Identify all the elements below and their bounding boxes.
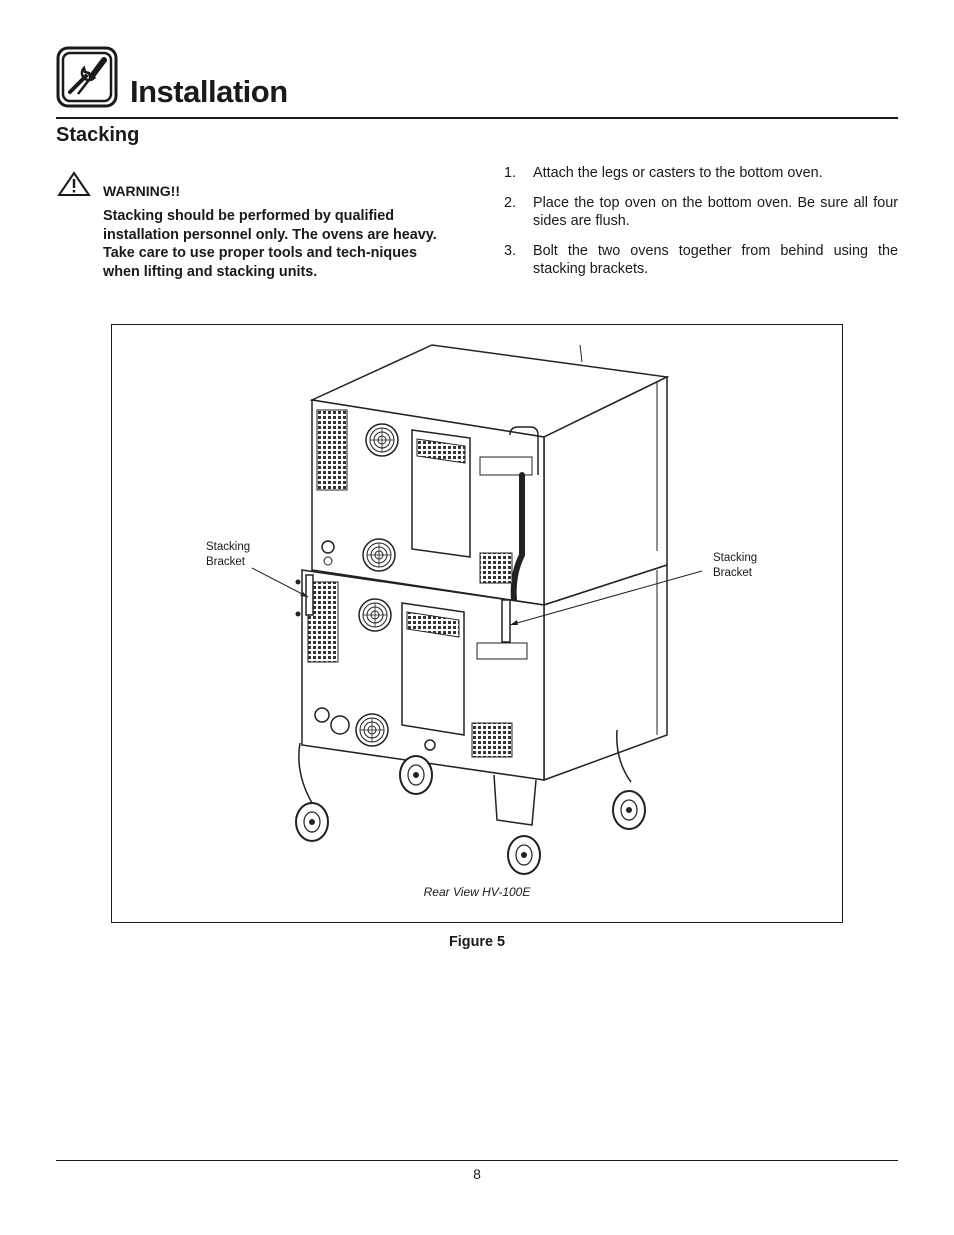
figure-label: Figure 5 (449, 934, 505, 950)
callout-stacking-bracket-left: Stacking Bracket (206, 540, 250, 570)
callout-leader-right (509, 570, 703, 626)
step-text: Place the top oven on the bottom oven. B… (533, 194, 898, 230)
top-oven (309, 344, 670, 607)
warning-text: Stacking should be performed by qualifie… (103, 208, 437, 280)
callout-leader-left (251, 567, 309, 598)
callout-line: Stacking (713, 552, 758, 564)
callout-line: Stacking (206, 541, 251, 553)
step-item: 2. Place the top oven on the bottom oven… (504, 194, 898, 231)
oven-rear-view-illustration (251, 344, 703, 875)
step-number: 2. (504, 194, 517, 211)
step-number: 1. (504, 165, 517, 181)
bottom-oven (301, 563, 668, 782)
step-text: Attach the legs or casters to the bottom… (533, 165, 823, 181)
stacking-bracket-right (501, 599, 511, 643)
step-item: 1. Attach the legs or casters to the bot… (504, 164, 898, 183)
step-number: 3. (504, 242, 517, 259)
figure-caption: Rear View HV-100E (423, 885, 531, 899)
step-text: Bolt the two ovens together from behind … (533, 242, 898, 278)
page-title: Installation (130, 74, 288, 109)
footer-divider (56, 1160, 898, 1161)
warning-triangle-icon (57, 171, 91, 196)
figure-frame: Stacking Bracket Stacking Bracket Rear V… (111, 324, 843, 923)
instruction-steps: 1. Attach the legs or casters to the bot… (504, 164, 898, 290)
page-number: 8 (473, 1166, 481, 1182)
callout-line: Bracket (206, 556, 245, 568)
section-title: Stacking (56, 124, 140, 146)
legs-and-casters (295, 729, 646, 875)
stacking-bracket-left (305, 574, 314, 616)
wrench-screwdriver-icon (56, 46, 118, 108)
callout-stacking-bracket-right: Stacking Bracket (713, 551, 757, 581)
header-divider (56, 117, 898, 119)
warning-label: WARNING!! (103, 183, 180, 199)
callout-line: Bracket (713, 567, 752, 579)
step-item: 3. Bolt the two ovens together from behi… (504, 242, 898, 279)
